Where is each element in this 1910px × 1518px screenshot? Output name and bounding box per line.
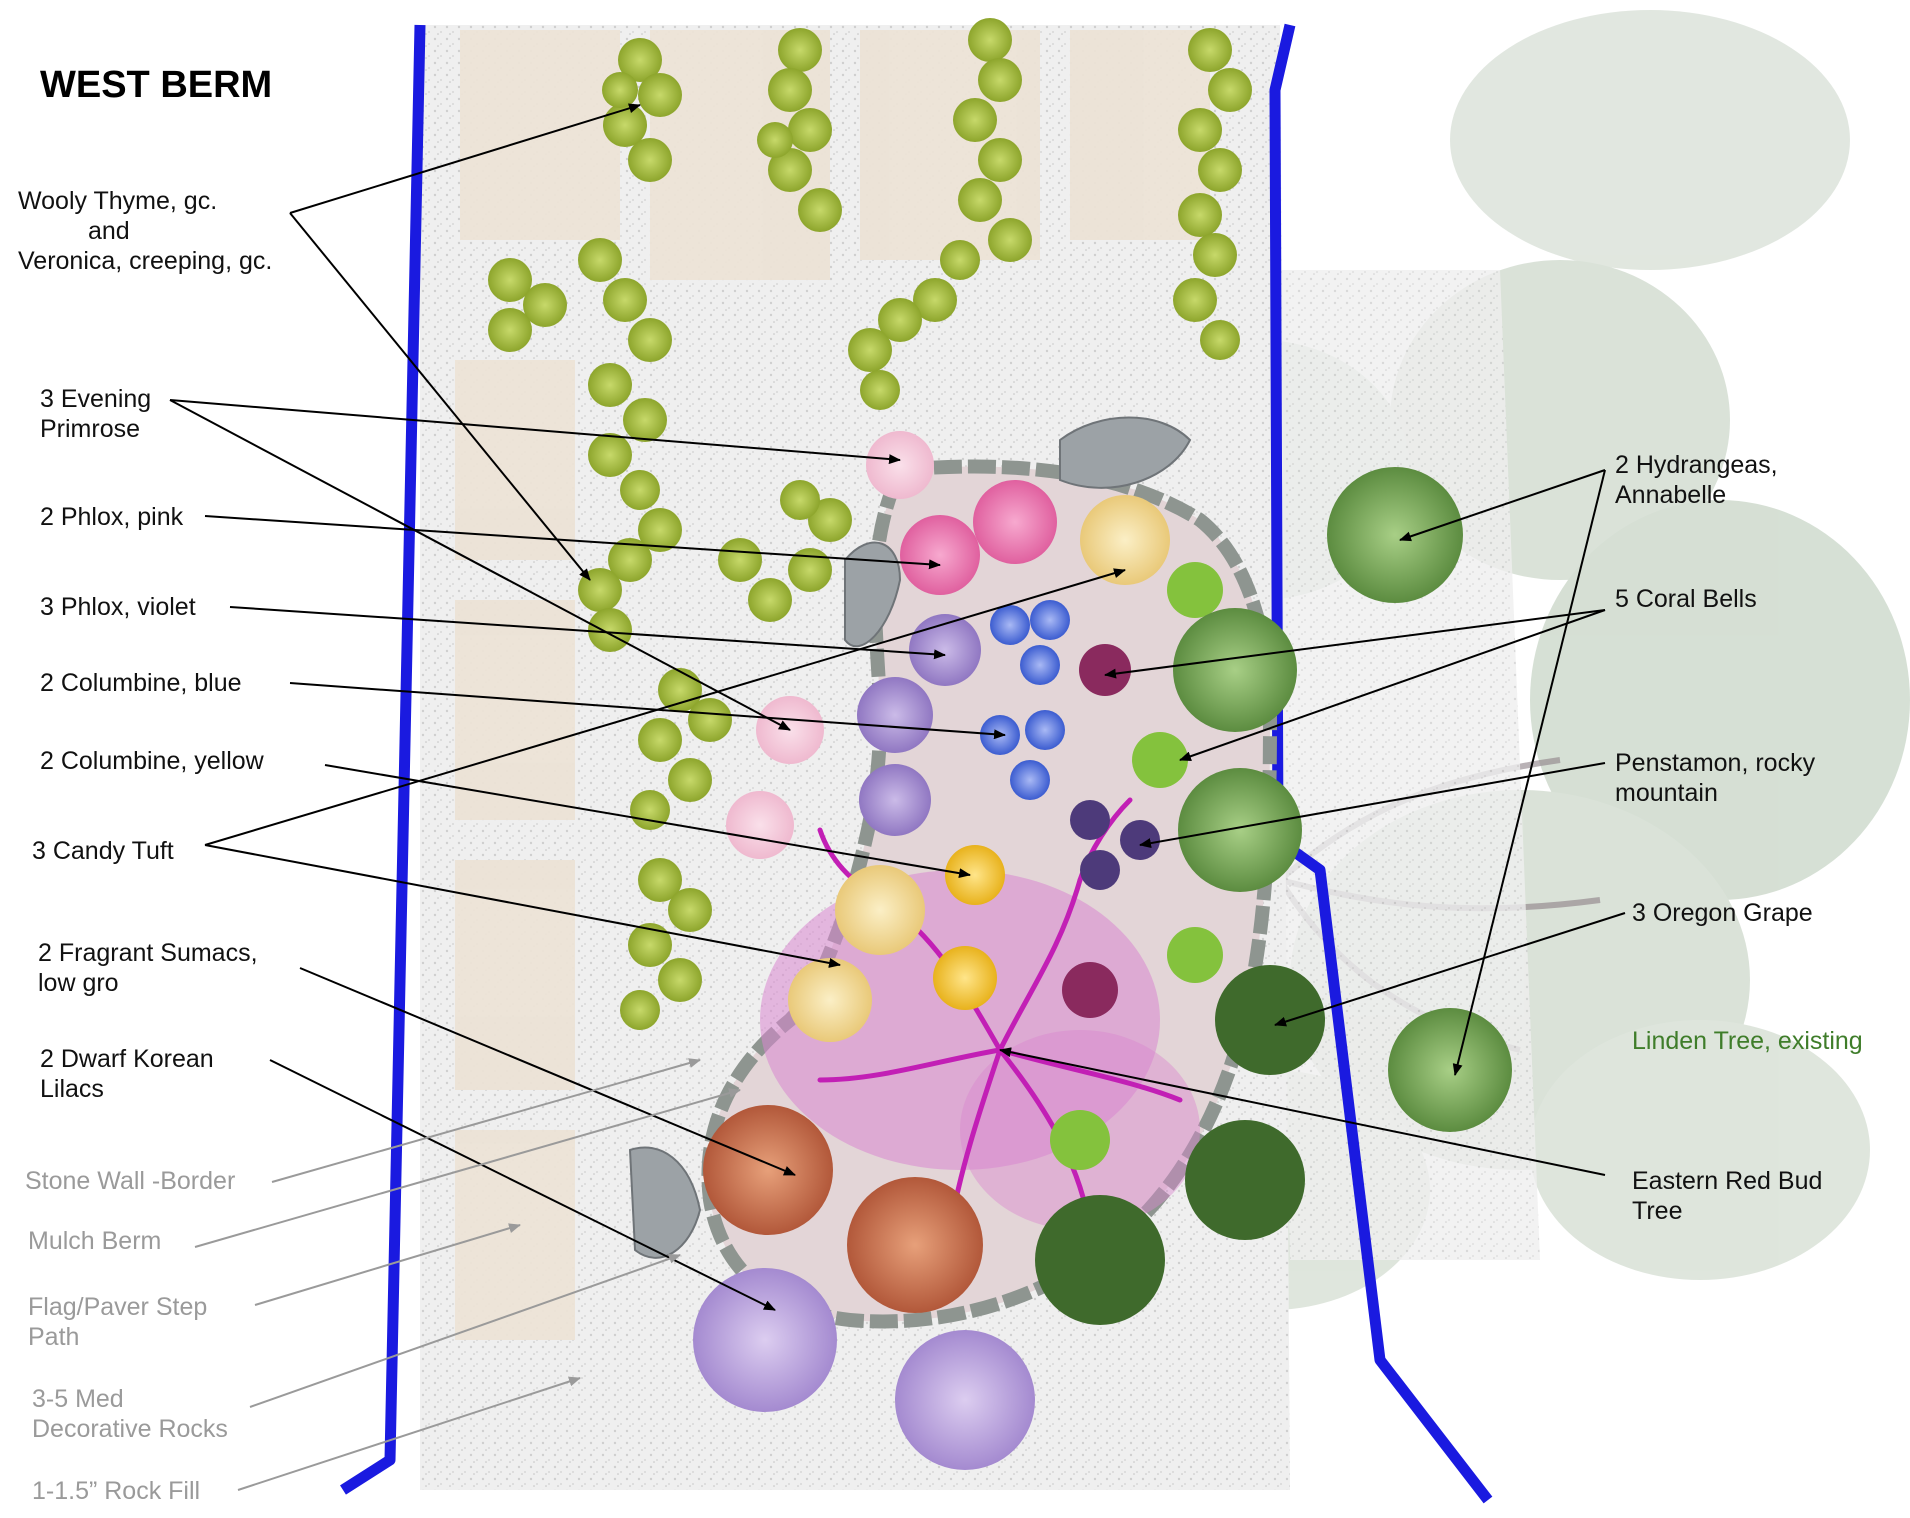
label-veronica: Veronica, creeping, gc.	[18, 247, 273, 275]
oregon-grape	[1035, 965, 1325, 1325]
label-coral-bells: 5 Coral Bells	[1615, 585, 1757, 613]
label-columbine-yellow: 2 Columbine, yellow	[40, 747, 264, 775]
label-decorative-rocks-1: 3-5 Med	[32, 1385, 124, 1413]
label-evening-primrose-2: Primrose	[40, 415, 141, 443]
label-wooly-thyme: Wooly Thyme, gc.	[18, 187, 218, 215]
dwarf-korean-lilac	[693, 1268, 1035, 1470]
leader-lines-gray	[194, 1058, 741, 1491]
fragrant-sumac	[703, 1105, 983, 1313]
label-dwarf-korean-lilac-1: 2 Dwarf Korean	[40, 1045, 214, 1073]
label-eastern-red-bud-2: Tree	[1632, 1197, 1683, 1225]
candy-tuft	[788, 495, 1170, 1042]
label-hydrangeas-2: Annabelle	[1615, 481, 1727, 509]
label-and: and	[88, 217, 130, 245]
ground-cover-thyme	[488, 18, 1252, 1030]
coral-bells-green	[1050, 562, 1223, 1170]
label-decorative-rocks-2: Decorative Rocks	[32, 1415, 228, 1443]
label-dwarf-korean-lilac-2: Lilacs	[40, 1075, 104, 1103]
label-stone-wall-border: Stone Wall -Border	[25, 1167, 236, 1195]
label-phlox-pink: 2 Phlox, pink	[40, 503, 184, 531]
label-rock-fill: 1-1.5” Rock Fill	[32, 1477, 201, 1505]
label-hydrangeas-1: 2 Hydrangeas,	[1615, 451, 1778, 479]
label-fragrant-sumac-1: 2 Fragrant Sumacs,	[38, 939, 258, 967]
decorative-rocks	[628, 416, 1192, 1259]
label-eastern-red-bud-1: Eastern Red Bud	[1632, 1167, 1823, 1195]
label-linden-tree: Linden Tree, existing	[1632, 1027, 1863, 1055]
hydrangea	[1173, 467, 1512, 1132]
columbine-blue	[980, 600, 1070, 800]
property-border-line	[340, 23, 1493, 1504]
label-columbine-blue: 2 Columbine, blue	[40, 669, 242, 697]
plan-title: WEST BERM	[40, 64, 273, 106]
columbine-yellow	[933, 845, 1005, 1010]
label-mulch-berm: Mulch Berm	[28, 1227, 162, 1255]
label-penstamon-1: Penstamon, rocky	[1615, 749, 1816, 777]
label-candy-tuft: 3 Candy Tuft	[32, 837, 174, 865]
leader-lines	[169, 103, 1626, 1311]
label-evening-primrose-1: 3 Evening	[40, 385, 152, 413]
label-flag-paver-path-2: Path	[28, 1323, 80, 1351]
label-phlox-violet: 3 Phlox, violet	[40, 593, 196, 621]
label-flag-paver-path-1: Flag/Paver Step	[28, 1293, 208, 1321]
label-fragrant-sumac-2: low gro	[38, 969, 119, 997]
label-oregon-grape: 3 Oregon Grape	[1632, 899, 1813, 927]
label-penstamon-2: mountain	[1615, 779, 1718, 807]
phlox-pink	[900, 480, 1057, 595]
evening-primrose	[726, 431, 934, 859]
